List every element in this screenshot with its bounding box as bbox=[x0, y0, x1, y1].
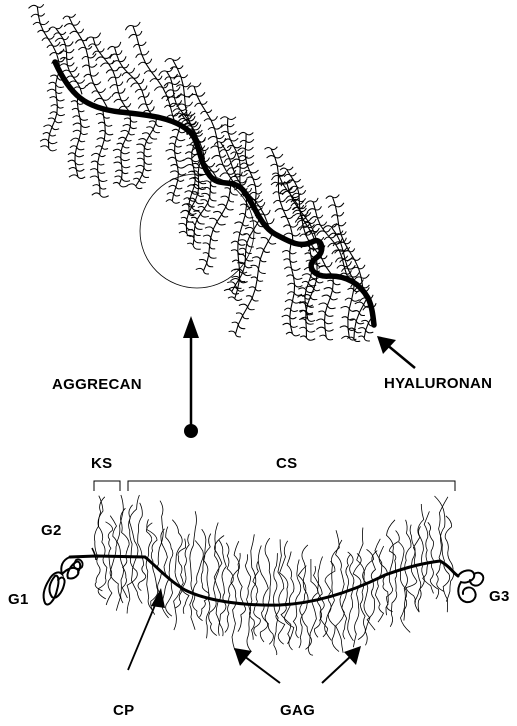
cp-pointer-line bbox=[128, 598, 158, 670]
gag-pointer-left-line bbox=[244, 656, 280, 683]
highlight-circle bbox=[140, 174, 254, 288]
g2-label: G2 bbox=[41, 522, 62, 539]
aggrecan-label: AGGRECAN bbox=[52, 376, 142, 393]
connector-dot bbox=[184, 424, 198, 438]
g3-label: G3 bbox=[489, 588, 510, 605]
ks-bracket bbox=[94, 481, 120, 491]
cs-label: CS bbox=[276, 455, 297, 472]
gag-arrowhead-right bbox=[344, 646, 361, 665]
g3-domain bbox=[458, 570, 483, 602]
cs-bracket bbox=[128, 481, 455, 491]
core-protein bbox=[70, 556, 458, 605]
hyaluronan-pointer-line bbox=[386, 344, 415, 368]
cp-label: CP bbox=[113, 702, 134, 719]
zoom-arrowhead bbox=[183, 316, 199, 338]
g1-label: G1 bbox=[8, 591, 29, 608]
gag-label: GAG bbox=[280, 702, 315, 719]
gag-arrowhead-left bbox=[234, 648, 252, 666]
gag-chains bbox=[94, 495, 453, 655]
ks-label: KS bbox=[91, 455, 112, 472]
hyaluronan-label: HYALURONAN bbox=[384, 375, 492, 392]
gag-pointer-right-line bbox=[322, 655, 352, 683]
aggrecan-bristles bbox=[29, 4, 377, 341]
